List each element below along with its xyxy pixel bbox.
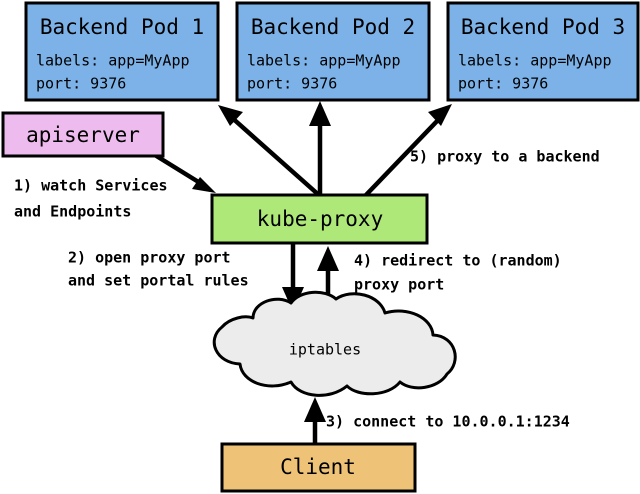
node-backend-pod-3[interactable]: Backend Pod 3 labels: app=MyApp port: 93… <box>446 1 640 102</box>
backend-pod-1-box <box>24 1 220 102</box>
kube-proxy-box <box>210 193 429 245</box>
kube-proxy-label: kube-proxy <box>257 207 383 231</box>
step-label-2: 2) open proxy port and set portal rules <box>68 249 249 290</box>
apiserver-label: apiserver <box>26 123 140 147</box>
edge-kubeproxy-to-pod1 <box>218 105 322 198</box>
backend-pod-2-labels: labels: app=MyApp <box>247 52 401 70</box>
step-label-5-line1: 5) proxy to a backend <box>410 148 600 166</box>
edge-kubeproxy-to-pod3-arrowhead <box>428 104 452 126</box>
step-label-1-line1: 1) watch Services <box>14 177 168 195</box>
edge-apiserver-to-kubeproxy-line <box>148 150 207 188</box>
iptables-label: iptables <box>289 341 361 359</box>
iptables-cloud-shape <box>212 290 457 397</box>
edge-kubeproxy-to-pod2 <box>309 101 331 196</box>
edge-kubeproxy-to-pod2-arrowhead <box>309 101 331 126</box>
backend-pod-2-title: Backend Pod 2 <box>251 15 415 39</box>
backend-pod-1-labels: labels: app=MyApp <box>36 52 190 70</box>
step-label-1: 1) watch Services and Endpoints <box>14 177 168 221</box>
step-label-4: 4) redirect to (random) proxy port <box>354 252 562 294</box>
step-label-3: 3) connect to 10.0.0.1:1234 <box>326 413 570 431</box>
edge-client-to-iptables <box>304 397 326 443</box>
client-box <box>220 442 417 493</box>
backend-pod-3-title: Backend Pod 3 <box>461 15 625 39</box>
step-label-2-line2: and set portal rules <box>68 272 249 290</box>
step-label-2-line1: 2) open proxy port <box>68 249 231 267</box>
node-apiserver[interactable]: apiserver <box>1 111 165 158</box>
step-label-4-line1: 4) redirect to (random) <box>354 252 562 270</box>
edge-kubeproxy-to-pod1-line <box>228 114 322 198</box>
node-backend-pod-1[interactable]: Backend Pod 1 labels: app=MyApp port: 93… <box>24 1 220 102</box>
client-label: Client <box>280 455 356 479</box>
backend-pod-2-box <box>235 1 431 102</box>
backend-pod-3-box <box>446 1 640 102</box>
edge-kubeproxy-to-pod3 <box>363 104 452 198</box>
apiserver-box <box>1 111 165 158</box>
edge-apiserver-to-kubeproxy-arrowhead <box>192 177 216 193</box>
step-label-5: 5) proxy to a backend <box>410 148 600 166</box>
edge-kubeproxy-to-pod1-arrowhead <box>218 105 243 126</box>
backend-pod-2-port: port: 9376 <box>247 75 337 93</box>
node-client[interactable]: Client <box>220 442 417 493</box>
backend-pod-3-labels: labels: app=MyApp <box>458 52 612 70</box>
edge-iptables-to-kubeproxy-arrowhead <box>317 246 339 271</box>
node-backend-pod-2[interactable]: Backend Pod 2 labels: app=MyApp port: 93… <box>235 1 431 102</box>
step-label-3-line1: 3) connect to 10.0.0.1:1234 <box>326 413 570 431</box>
step-label-1-line2: and Endpoints <box>14 203 131 221</box>
edge-kubeproxy-to-pod3-line <box>363 116 442 198</box>
backend-pod-3-port: port: 9376 <box>458 75 548 93</box>
edge-apiserver-to-kubeproxy <box>148 150 216 193</box>
backend-pod-1-title: Backend Pod 1 <box>40 15 204 39</box>
edge-client-to-iptables-arrowhead <box>304 397 326 422</box>
node-kube-proxy[interactable]: kube-proxy <box>210 193 429 245</box>
node-iptables[interactable]: iptables <box>212 290 457 397</box>
step-label-4-line2: proxy port <box>354 276 444 294</box>
backend-pod-1-port: port: 9376 <box>36 75 126 93</box>
